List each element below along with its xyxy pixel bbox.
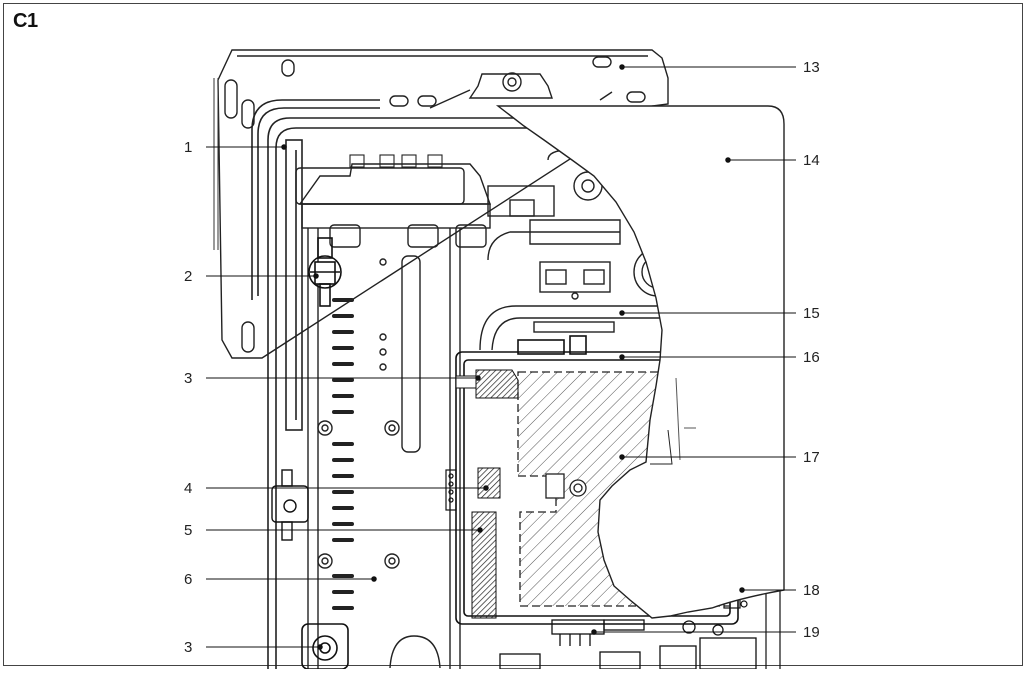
callout-4: 4 xyxy=(184,480,192,497)
callout-17: 17 xyxy=(803,449,820,466)
casing-frame xyxy=(251,99,560,669)
callout-19: 19 xyxy=(803,624,820,641)
callouts-left: 1 2 3 4 5 6 3 xyxy=(184,139,192,656)
callout-3-lower: 3 xyxy=(184,639,192,656)
callout-18: 18 xyxy=(803,582,820,599)
callout-13: 13 xyxy=(803,59,820,76)
callout-15: 15 xyxy=(803,305,820,322)
callout-6: 6 xyxy=(184,571,192,588)
figure-label: C1 xyxy=(13,10,38,32)
rib-strip xyxy=(213,78,219,250)
cover-sheet xyxy=(495,105,785,619)
heater-body xyxy=(295,154,491,669)
component-3 xyxy=(455,369,519,399)
bottom-connectors xyxy=(499,619,757,670)
frame-border xyxy=(3,3,1023,666)
callout-2: 2 xyxy=(184,268,192,285)
callout-5: 5 xyxy=(184,522,192,539)
leader-lines-right xyxy=(591,64,796,635)
component-4 xyxy=(477,467,501,499)
heating-coil xyxy=(332,298,354,610)
component-5 xyxy=(471,511,497,619)
side-bracket xyxy=(271,469,309,541)
leader-lines-left xyxy=(206,144,489,650)
callout-16: 16 xyxy=(803,349,820,366)
callout-3: 3 xyxy=(184,370,192,387)
thermostat xyxy=(308,237,342,307)
callout-14: 14 xyxy=(803,152,820,169)
mounting-plate xyxy=(217,49,669,359)
callouts-right: 13 14 15 16 17 18 19 xyxy=(803,59,820,641)
callout-1: 1 xyxy=(184,139,192,156)
terminal-connector xyxy=(445,469,457,511)
